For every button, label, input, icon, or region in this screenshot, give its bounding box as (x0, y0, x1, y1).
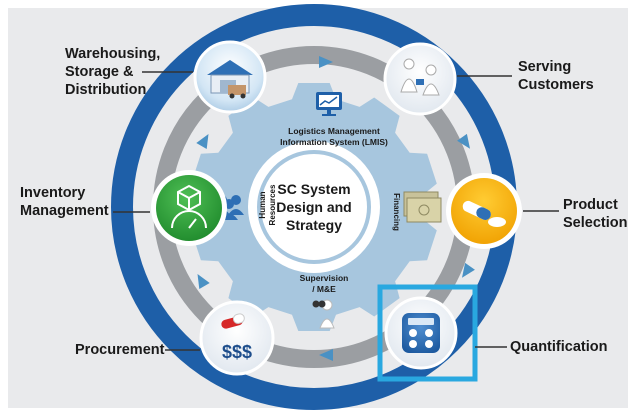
label-inventory: Inventory Management (20, 185, 109, 219)
center-title-line1: SC System (277, 181, 350, 197)
label-quantification: Quantification (510, 339, 608, 355)
stage-warehousing-node (193, 40, 267, 114)
hr-label-line1: Human (258, 191, 267, 218)
quantification-highlight-box (377, 284, 478, 382)
box-gauge-icon (171, 184, 207, 229)
label-serving: Serving Customers (518, 59, 594, 93)
arrow-5 (197, 273, 210, 290)
arrow-2 (457, 133, 471, 149)
arrow-6 (196, 133, 209, 150)
cycle-arrows (196, 56, 475, 361)
lmis-label-line1: Logistics Management (288, 126, 380, 136)
warehouse-truck-icon (207, 60, 253, 99)
financing-label: Financing (392, 193, 401, 231)
cash-stack-icon (403, 191, 442, 223)
binoculars-figure-icon (312, 299, 335, 329)
lmis-label-line2: Information System (LMIS) (280, 137, 388, 147)
stage-inventory-node (151, 170, 227, 246)
monitor-chart-icon (316, 92, 342, 116)
center-title-line3: Strategy (286, 217, 342, 233)
stage-quantification-node (384, 296, 458, 370)
label-product: Product Selection (563, 197, 628, 231)
label-procurement: Procurement (75, 342, 165, 358)
center-hub (257, 150, 371, 264)
pharmacist-customer-icon (400, 58, 440, 96)
money-pills-icon (221, 313, 245, 329)
stage-product-node (446, 173, 522, 249)
stage-serving-node (383, 42, 457, 116)
arrow-1 (319, 56, 333, 68)
procurement-badge: $$$ (222, 342, 252, 362)
arrow-4 (319, 349, 333, 361)
label-connectors (113, 71, 559, 351)
stage-procurement-node: $$$ (199, 300, 275, 376)
supervision-label-line2: / M&E (312, 284, 336, 294)
pills-icon (462, 200, 506, 227)
hr-label-line2: Resources (268, 184, 277, 225)
supervision-label-line1: Supervision (300, 273, 349, 283)
calculator-icon (402, 313, 440, 353)
arrow-3 (461, 262, 475, 278)
label-warehousing: Warehousing, Storage & Distribution (65, 46, 161, 98)
center-title-line2: Design and (276, 199, 351, 215)
